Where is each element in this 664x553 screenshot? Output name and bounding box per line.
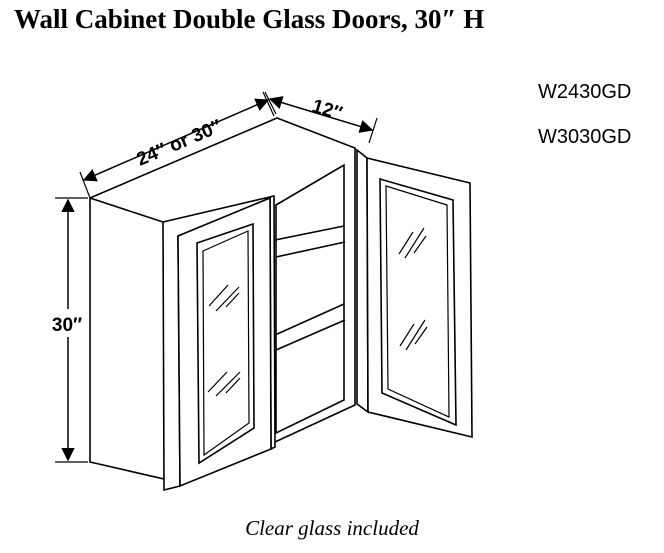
cabinet-box [89, 117, 356, 483]
left-door [162, 194, 276, 492]
glass-glare-marks [398, 227, 428, 351]
width-dimension: 24″ or 30″ [79, 91, 275, 199]
right-door [356, 148, 473, 439]
product-title: Wall Cabinet Double Glass Doors, 30″ H [14, 4, 485, 34]
depth-label: 12″ [310, 96, 345, 125]
model-code-w3030gd: W3030GD [538, 126, 632, 148]
width-label: 24″ or 30″ [134, 116, 225, 171]
height-dimension: 30″ [44, 197, 90, 463]
model-code-w2430gd: W2430GD [538, 81, 632, 103]
height-label: 30″ [52, 315, 82, 336]
caption: Clear glass included [245, 516, 419, 540]
glass-glare-marks [207, 284, 241, 397]
